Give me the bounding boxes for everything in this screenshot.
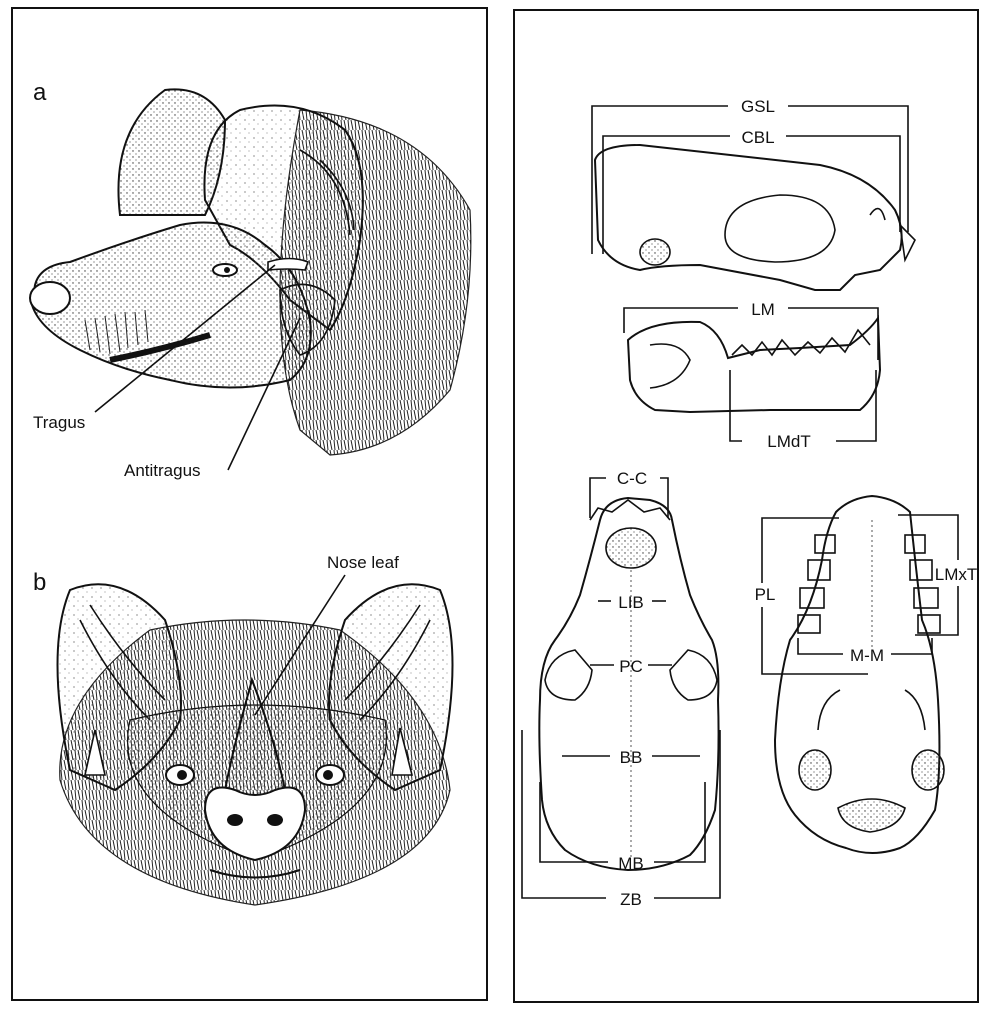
antitragus-label: Antitragus — [124, 461, 201, 480]
mm-label: M-M — [850, 646, 884, 665]
panel-b-letter: b — [33, 569, 46, 596]
tragus-label: Tragus — [33, 413, 85, 432]
pl-label: PL — [755, 585, 776, 604]
lmdt-label: LMdT — [767, 432, 810, 451]
nose-leaf-label: Nose leaf — [327, 553, 399, 572]
lm-label: LM — [751, 300, 775, 319]
zb-label: ZB — [620, 890, 642, 909]
lib-label: LIB — [618, 593, 644, 612]
bb-label: BB — [620, 748, 643, 767]
cc-label: C-C — [617, 469, 647, 488]
lmxt-label: LMxT — [935, 565, 978, 584]
panel-b-illustration — [58, 584, 453, 905]
mb-label: MB — [618, 854, 644, 873]
pc-label: PC — [619, 657, 643, 676]
gsl-label: GSL — [741, 97, 775, 116]
nose-icon — [30, 282, 70, 314]
cbl-label: CBL — [741, 128, 774, 147]
tragus-icon — [268, 259, 308, 271]
panel-a-letter: a — [33, 79, 47, 106]
